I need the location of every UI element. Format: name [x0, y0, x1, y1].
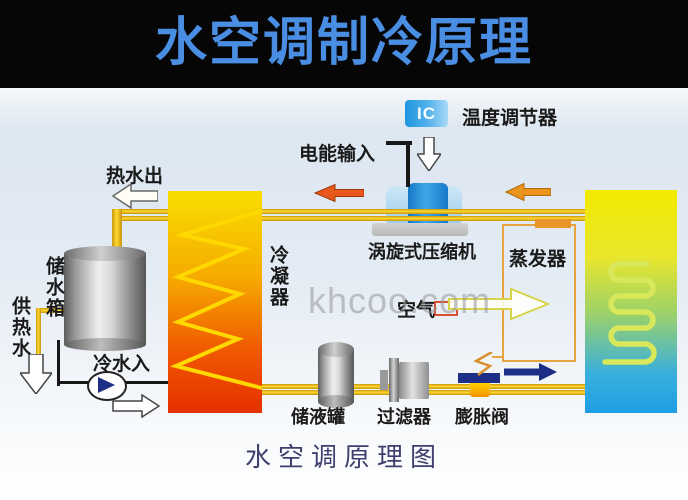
diagram-canvas: IC 温度调节器 电能输入 热水出 储水箱 供热水 — [0, 88, 688, 500]
expansion-valve-bar — [458, 373, 500, 383]
diagram-caption: 水空调原理图 — [244, 443, 443, 472]
label-filter: 过滤器 — [377, 407, 431, 427]
label-hot-water-supply: 供热水 — [9, 296, 30, 359]
power-wire-horizontal — [386, 141, 412, 145]
label-temp-controller: 温度调节器 — [462, 108, 558, 129]
filter-plate — [389, 358, 399, 402]
pump-impeller-icon — [98, 377, 115, 393]
label-condenser: 冷凝器 — [267, 245, 288, 308]
label-cold-water-in: 冷水入 — [93, 354, 151, 375]
power-wire-vertical — [406, 141, 410, 187]
supply-pipe-horizontal — [36, 308, 66, 313]
label-power-input: 电能输入 — [299, 144, 376, 165]
pipe-top-run-1 — [113, 209, 592, 214]
supply-pipe-vertical — [36, 308, 41, 378]
evaporator-block — [585, 190, 677, 413]
expansion-valve-capillary — [474, 352, 493, 376]
label-air: 空气 — [397, 300, 436, 321]
hot-water-out-arrow-icon — [112, 183, 158, 209]
filter-flange — [380, 370, 388, 390]
pump-out-arrow-icon — [112, 394, 160, 418]
expansion-valve-body — [470, 382, 490, 397]
power-down-arrow-icon — [417, 137, 441, 171]
label-hot-water-out: 热水出 — [106, 166, 164, 187]
supply-water-down-arrow-icon — [20, 354, 52, 394]
watermark-text: khcoo.com — [308, 280, 492, 321]
compressor-base — [372, 223, 468, 236]
pipe-to-tank — [112, 209, 122, 259]
pipe-top-run-2 — [120, 216, 592, 221]
label-compressor: 涡旋式压缩机 — [368, 242, 476, 262]
vapor-left-arrow-icon — [505, 183, 551, 201]
water-pump — [87, 371, 127, 401]
ic-chip-badge: IC — [405, 100, 448, 127]
evaporator-coil — [602, 261, 657, 365]
receiver-cylinder — [318, 342, 354, 408]
label-evaporator: 蒸发器 — [509, 249, 567, 270]
label-expansion-valve: 膨胀阀 — [455, 407, 509, 427]
condenser-block — [168, 191, 263, 413]
label-water-tank: 储水箱 — [43, 256, 64, 319]
label-receiver: 储液罐 — [291, 407, 345, 427]
cold-water-pipe-vertical — [57, 340, 60, 386]
sensor-loop-extension — [492, 356, 504, 358]
sensor-loop-bar — [535, 219, 571, 228]
air-flow-arrow-icon — [448, 287, 550, 321]
refrigerant-left-arrow-icon — [314, 184, 364, 202]
filter-body — [399, 362, 429, 399]
page-title: 水空调制冷原理 — [154, 14, 533, 72]
condenser-coil — [169, 209, 263, 390]
water-tank-cylinder — [64, 246, 146, 351]
liquid-right-arrow-icon — [504, 363, 557, 381]
header-bar: 水空调制冷原理 — [0, 0, 688, 88]
